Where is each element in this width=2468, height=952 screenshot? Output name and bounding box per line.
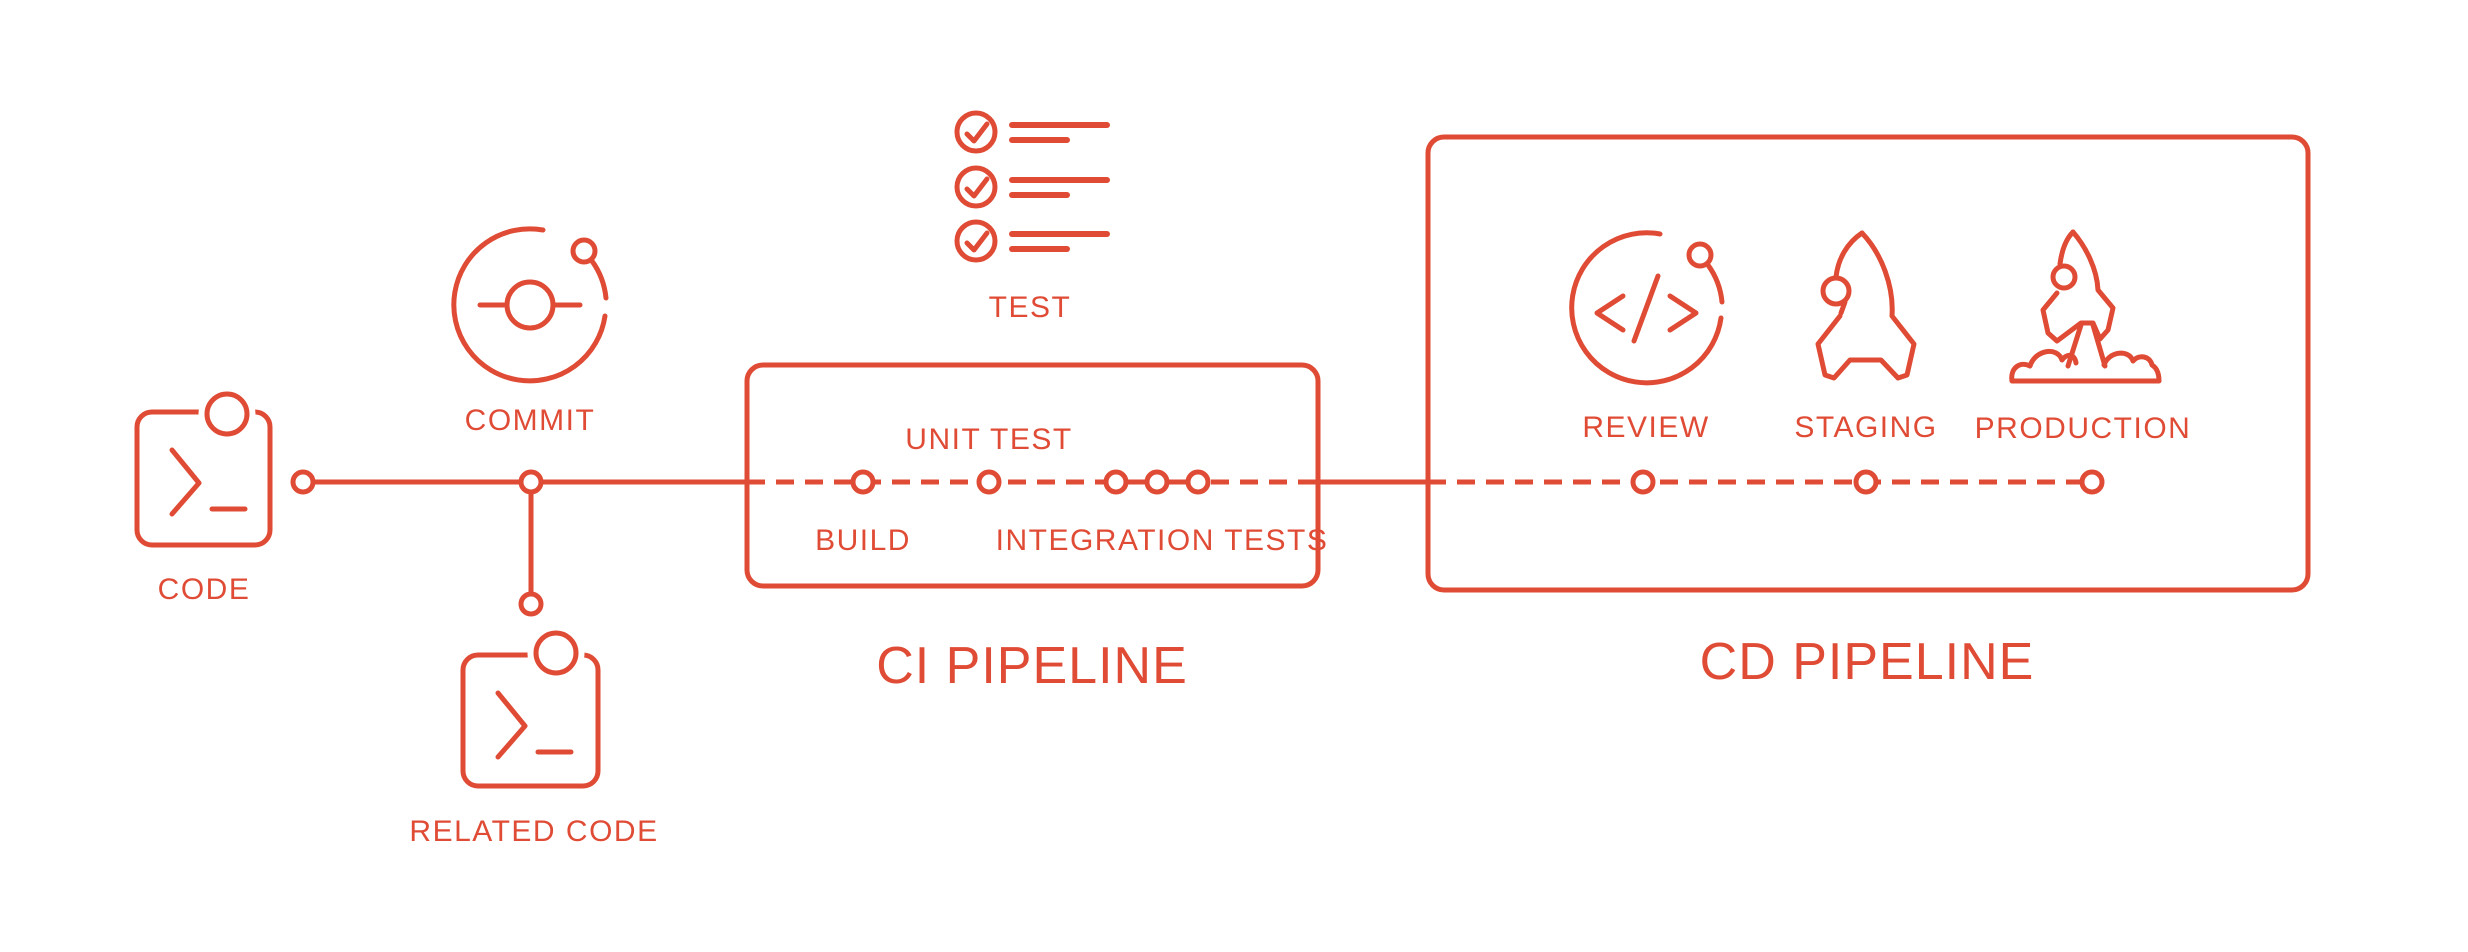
ci-pipeline-box	[744, 362, 1321, 589]
integration-test-node-3	[1185, 469, 1211, 495]
build-label: BUILD	[815, 524, 911, 557]
terminal-window-icon	[460, 624, 601, 789]
commit-label: COMMIT	[464, 404, 596, 437]
production-node	[2079, 469, 2105, 495]
related-code-label: RELATED CODE	[409, 815, 659, 848]
git-commit-orbit-icon	[451, 226, 609, 384]
cd-pipeline-box	[1425, 134, 2311, 593]
code-review-icon	[1569, 230, 1725, 386]
related-code-node	[518, 591, 544, 617]
integration-test-node-1	[1103, 469, 1129, 495]
test-label: TEST	[988, 291, 1072, 324]
smoke-clouds	[2009, 349, 2162, 384]
pipeline-nodes	[290, 469, 2105, 617]
cd-pipeline-title: CD PIPELINE	[1699, 633, 2035, 691]
production-label: PRODUCTION	[1974, 412, 2192, 445]
checklist-icon	[954, 110, 1110, 263]
unit-test-label: UNIT TEST	[905, 423, 1073, 456]
integration-test-node-2	[1144, 469, 1170, 495]
unit-test-node	[976, 469, 1002, 495]
integration-tests-label: INTEGRATION TESTS	[995, 524, 1329, 557]
review-node	[1630, 469, 1656, 495]
ci-pipeline-title: CI PIPELINE	[876, 637, 1188, 695]
commit-node	[518, 469, 544, 495]
review-label: REVIEW	[1582, 411, 1710, 444]
build-node	[850, 469, 876, 495]
rocket-launch-icon	[2009, 229, 2162, 384]
code-label: CODE	[157, 573, 251, 606]
rocket-icon	[1815, 230, 1917, 381]
exhaust-plume	[2065, 322, 2108, 369]
staging-label: STAGING	[1794, 411, 1938, 444]
terminal-window-icon	[134, 385, 273, 548]
code-node	[290, 469, 316, 495]
staging-node	[1853, 469, 1879, 495]
